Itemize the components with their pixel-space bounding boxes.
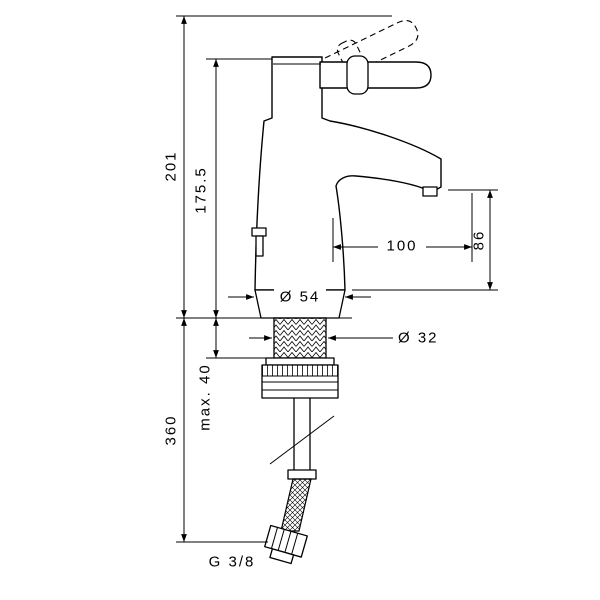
label-100-background — [378, 238, 426, 255]
label-86: 86 — [471, 230, 488, 251]
label-100: 100 — [386, 238, 417, 255]
pipe-break-line — [269, 415, 335, 465]
aerator — [422, 186, 438, 197]
hose-end-nut — [264, 524, 308, 565]
faucet-figure — [251, 20, 442, 565]
mounting-nut-knurl — [261, 364, 339, 377]
hose-nut-rib4 — [291, 533, 299, 555]
label-54: Ø 54 — [280, 289, 321, 306]
dimension-base-diameter: Ø 54 — [228, 289, 371, 306]
label-32: Ø 32 — [398, 330, 439, 347]
dimension-overall-height: 201 — [163, 16, 187, 318]
handle-lever — [319, 61, 432, 89]
dimension-height-to-body-top: 175.5 — [193, 59, 219, 318]
faucet-body-outline — [254, 56, 442, 291]
dimension-connection-length: 360 — [163, 318, 187, 542]
popup-rod — [255, 235, 264, 257]
hose-nut-rib1 — [270, 527, 278, 549]
label-360: 360 — [163, 414, 180, 445]
extension-lines — [176, 15, 498, 543]
hose-connector — [287, 469, 317, 480]
label-201: 201 — [163, 150, 180, 181]
handle-dashed-outline — [315, 20, 419, 87]
washer — [265, 357, 335, 366]
threaded-shank — [273, 317, 327, 359]
dimension-outlet-height: 86 — [471, 190, 493, 290]
handle-ring — [346, 55, 369, 95]
hose-nut-rib2 — [277, 529, 285, 551]
hose-nut-rib3 — [284, 531, 292, 553]
dimension-max-mounting-thickness: max. 40 — [197, 318, 219, 431]
hose-nut-tip — [269, 548, 295, 565]
dimension-connection-thread: G 3/8 — [209, 554, 256, 571]
label-175-5: 175.5 — [193, 166, 210, 214]
flexible-hose — [280, 478, 312, 532]
dimensions: 201 175.5 360 max. 40 86 100 — [163, 16, 493, 571]
dimension-spout-reach: 100 — [333, 238, 472, 255]
popup-rod-knob — [251, 227, 267, 237]
label-54-background — [274, 289, 326, 305]
label-g38: G 3/8 — [209, 554, 256, 571]
dimension-shank-diameter: Ø 32 — [249, 330, 439, 347]
label-max-40: max. 40 — [197, 363, 214, 430]
